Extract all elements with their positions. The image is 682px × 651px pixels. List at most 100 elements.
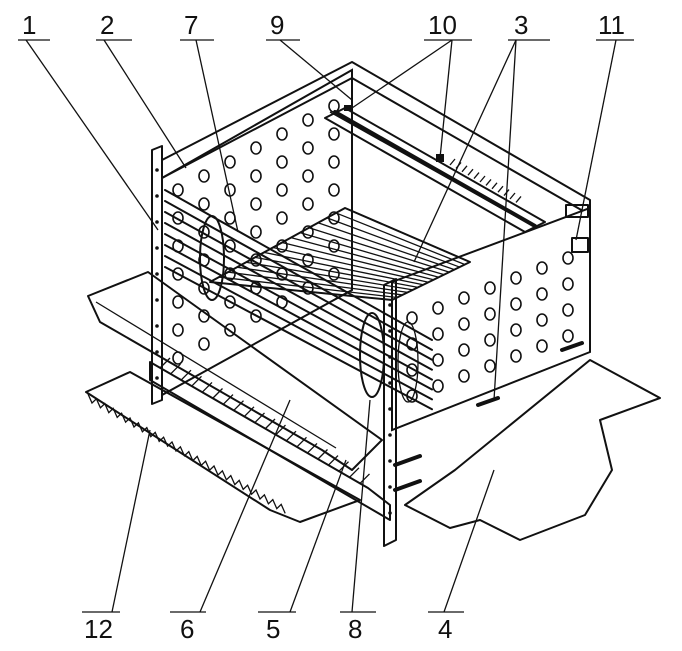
back-wall-hole	[250, 169, 262, 183]
tray-slat	[327, 455, 339, 467]
right-panel-hole	[432, 353, 444, 367]
top-rail-slat	[449, 158, 456, 166]
floor-wire	[281, 241, 434, 281]
right-panel-hole	[484, 333, 496, 347]
top-rod	[333, 110, 537, 228]
right-panel-hole	[536, 261, 548, 275]
post-dot	[155, 350, 159, 354]
tray-slats	[159, 357, 370, 485]
back-wall-hole	[224, 323, 236, 337]
right-hoop-outer	[397, 321, 419, 403]
right-panel-hole	[562, 251, 574, 265]
top-rail-slat	[497, 185, 504, 193]
floor-wire	[227, 271, 403, 296]
top-rail-slat	[509, 192, 516, 200]
back-wall-hole	[224, 155, 236, 169]
right-panel-hole	[432, 379, 444, 393]
back-wall-hole	[198, 337, 210, 351]
cage-rod	[164, 266, 433, 411]
right-side-panel	[391, 206, 591, 432]
post-dot	[155, 246, 159, 250]
front-post	[383, 278, 397, 547]
floor-wire	[299, 232, 445, 276]
side-rod-a	[393, 454, 422, 467]
post-dot	[155, 194, 159, 198]
floor-sheet	[404, 359, 661, 541]
tray-slat	[264, 418, 276, 430]
right-panel-hole	[562, 277, 574, 291]
left-hoop	[199, 215, 225, 301]
cage-rod	[164, 211, 433, 361]
left-post	[151, 145, 163, 405]
post-dot	[155, 168, 159, 172]
right-panel-hole	[484, 359, 496, 373]
floor-wire	[308, 227, 450, 273]
post-dot	[155, 220, 159, 224]
floor-wire	[236, 266, 408, 294]
left-post-dots	[155, 168, 159, 380]
back-wall-hole	[276, 211, 288, 225]
callout-7: 7	[184, 10, 198, 40]
callout-9: 9	[270, 10, 284, 40]
right-panel-hole	[458, 317, 470, 331]
top-rail-slat	[479, 175, 486, 183]
callout-1: 1	[22, 10, 36, 40]
top-rail-slat	[461, 165, 468, 173]
post-dot	[388, 329, 392, 333]
cage-rod	[164, 255, 433, 401]
tray-slat	[296, 436, 307, 448]
callout-10: 10	[428, 10, 457, 40]
tray-slat	[254, 412, 265, 424]
back-wall-hole	[198, 197, 210, 211]
side-rod-b	[393, 479, 422, 492]
back-wall-hole	[328, 267, 340, 281]
post-dot	[155, 324, 159, 328]
back-wall-hole	[328, 183, 340, 197]
right-panel-hole	[484, 307, 496, 321]
right-panel-hole	[562, 329, 574, 343]
right-panel-hole	[536, 339, 548, 353]
right-panel-hole	[406, 311, 418, 325]
callout-5: 5	[266, 614, 280, 644]
side-rod-c	[476, 396, 500, 407]
back-wall-hole	[276, 155, 288, 169]
floor-wire	[317, 222, 455, 271]
tray-slat	[233, 400, 244, 412]
tray-slat	[306, 442, 318, 454]
floor-wire	[290, 236, 439, 278]
part-11-clip	[571, 237, 589, 253]
tray-slat	[212, 388, 223, 399]
right-panel-hole	[458, 291, 470, 305]
right-panel-hole	[510, 297, 522, 311]
egg-tray-base	[149, 361, 391, 521]
back-wall-hole	[250, 141, 262, 155]
post-dot	[155, 272, 159, 276]
tray-slat	[222, 394, 234, 406]
back-wall-hole	[328, 155, 340, 169]
back-wall-hole	[302, 197, 314, 211]
egg-tray	[87, 271, 383, 471]
serration-line	[87, 393, 286, 514]
back-wall-hole	[172, 323, 184, 337]
tray-slat	[359, 473, 370, 485]
back-wall-hole	[172, 211, 184, 225]
back-wall-hole	[276, 127, 288, 141]
post-dot	[155, 376, 159, 380]
cage-rod	[164, 200, 433, 351]
right-panel-hole	[510, 271, 522, 285]
cage-rod	[164, 189, 433, 341]
right-panel-hole	[484, 281, 496, 295]
callout-6: 6	[180, 614, 194, 644]
back-wall-hole	[302, 169, 314, 183]
leader-lines	[18, 39, 634, 613]
right-panel-hole	[458, 369, 470, 383]
callout-12: 12	[84, 614, 113, 644]
egg-tray-lip	[95, 301, 337, 449]
back-wall-hole	[302, 141, 314, 155]
post-dot	[388, 303, 392, 307]
back-wall-hole	[276, 183, 288, 197]
tray-slat	[348, 467, 360, 479]
back-wall-hole	[328, 239, 340, 253]
callout-2: 2	[100, 10, 114, 40]
